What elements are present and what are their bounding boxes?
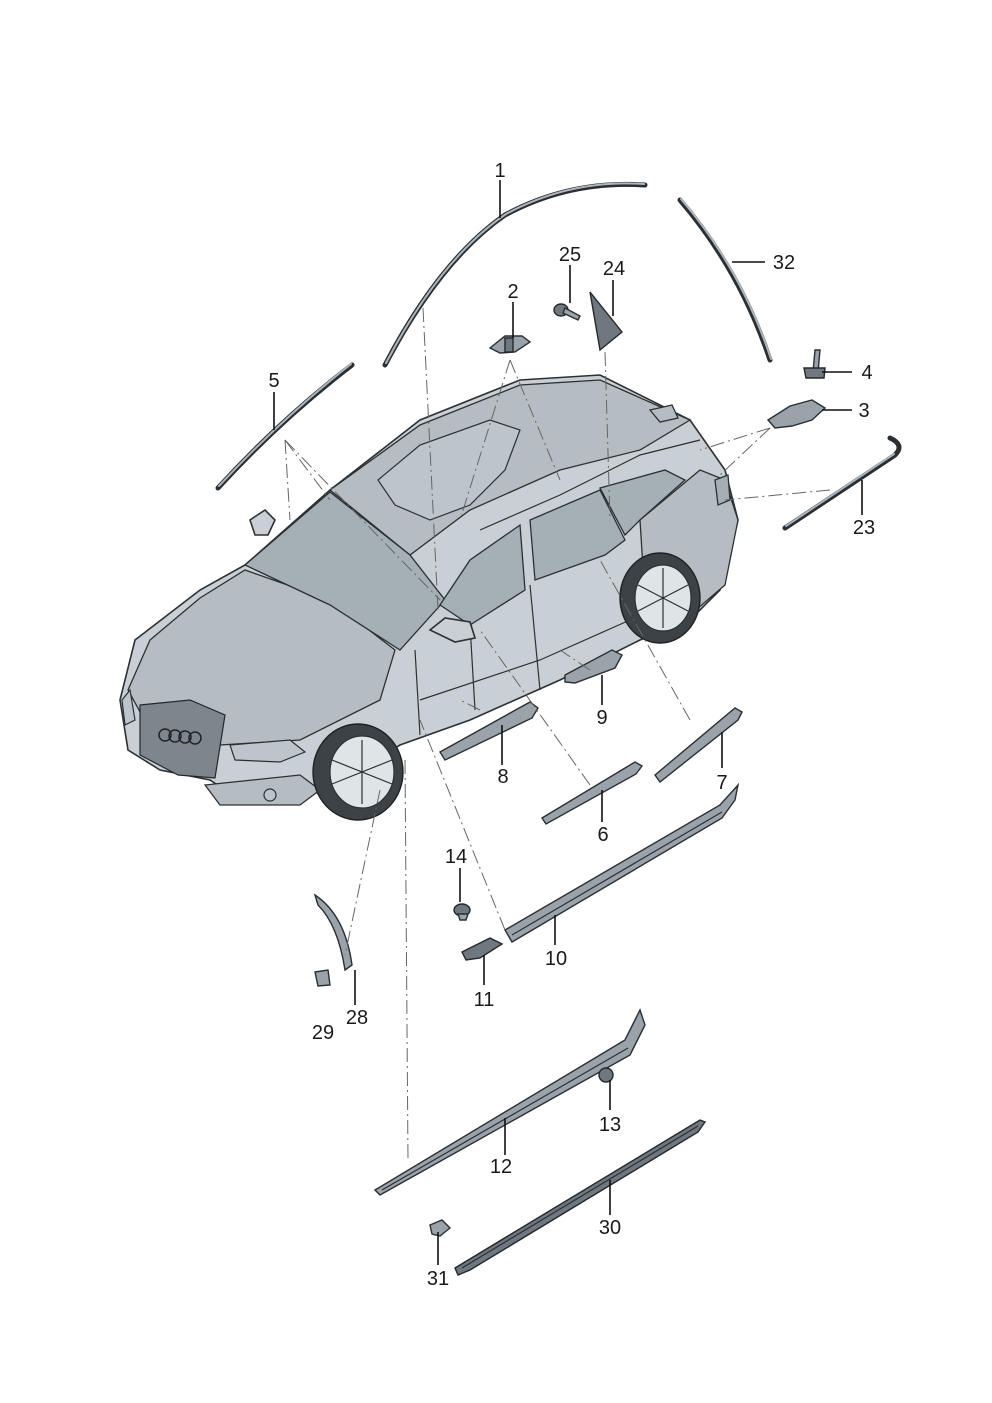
front-wheel bbox=[312, 723, 404, 821]
part-9-door-trim bbox=[564, 649, 623, 684]
part-7-door-trim bbox=[654, 707, 743, 784]
part-11-bracket bbox=[461, 937, 504, 961]
part-4-pin bbox=[803, 349, 826, 379]
callout-2: 2 bbox=[507, 281, 518, 303]
callout-8: 8 bbox=[497, 766, 508, 788]
part-13-nut bbox=[598, 1067, 614, 1083]
part-29-clip bbox=[314, 969, 331, 987]
callout-29: 29 bbox=[312, 1022, 334, 1044]
part-12-sill-extension bbox=[373, 1008, 646, 1196]
part-24-trim-triangle bbox=[589, 291, 623, 352]
callout-4: 4 bbox=[861, 362, 872, 384]
part-23-rear-molding bbox=[782, 435, 902, 531]
callout-28: 28 bbox=[346, 1007, 368, 1029]
audi-rings-logo bbox=[158, 728, 202, 745]
callout-32: 32 bbox=[773, 252, 795, 274]
callout-6: 6 bbox=[597, 824, 608, 846]
callout-23: 23 bbox=[853, 517, 875, 539]
callout-9: 9 bbox=[596, 707, 607, 729]
callout-10: 10 bbox=[545, 948, 567, 970]
assembly-lines bbox=[284, 307, 831, 1161]
callout-13: 13 bbox=[599, 1114, 621, 1136]
part-32-roof-molding-rear bbox=[677, 197, 773, 363]
part-31-clip bbox=[429, 1219, 452, 1237]
part-25-screw bbox=[553, 303, 581, 321]
sunroof-glass bbox=[377, 419, 521, 521]
leader-lines bbox=[273, 180, 863, 1265]
callout-12: 12 bbox=[490, 1156, 512, 1178]
part-5-windshield-molding bbox=[215, 362, 355, 491]
callout-labels: 1 2 25 24 32 4 3 5 23 9 8 7 6 14 10 11 2… bbox=[268, 160, 875, 1290]
part-28-wheel-arch-trim bbox=[313, 893, 353, 972]
part-10-sill-panel bbox=[504, 782, 740, 943]
quarter-window bbox=[599, 469, 687, 537]
part-14-clip bbox=[453, 903, 471, 921]
callout-5: 5 bbox=[268, 370, 279, 392]
callout-7: 7 bbox=[716, 772, 727, 794]
rear-wheel bbox=[619, 552, 701, 644]
front-grille bbox=[139, 699, 226, 779]
part-8-door-trim bbox=[439, 701, 539, 761]
callout-3: 3 bbox=[858, 400, 869, 422]
callout-24: 24 bbox=[603, 258, 625, 280]
part-6-door-trim bbox=[541, 761, 644, 825]
headlight bbox=[229, 739, 307, 763]
rear-door-window bbox=[529, 489, 626, 581]
callout-14: 14 bbox=[445, 846, 467, 868]
callout-31: 31 bbox=[427, 1268, 449, 1290]
part-3-bracket bbox=[766, 399, 827, 429]
side-mirror bbox=[428, 617, 477, 643]
car-illustration bbox=[119, 374, 739, 821]
callout-25: 25 bbox=[559, 244, 581, 266]
callout-30: 30 bbox=[599, 1217, 621, 1239]
callout-1: 1 bbox=[494, 160, 505, 182]
callout-11: 11 bbox=[474, 989, 495, 1011]
